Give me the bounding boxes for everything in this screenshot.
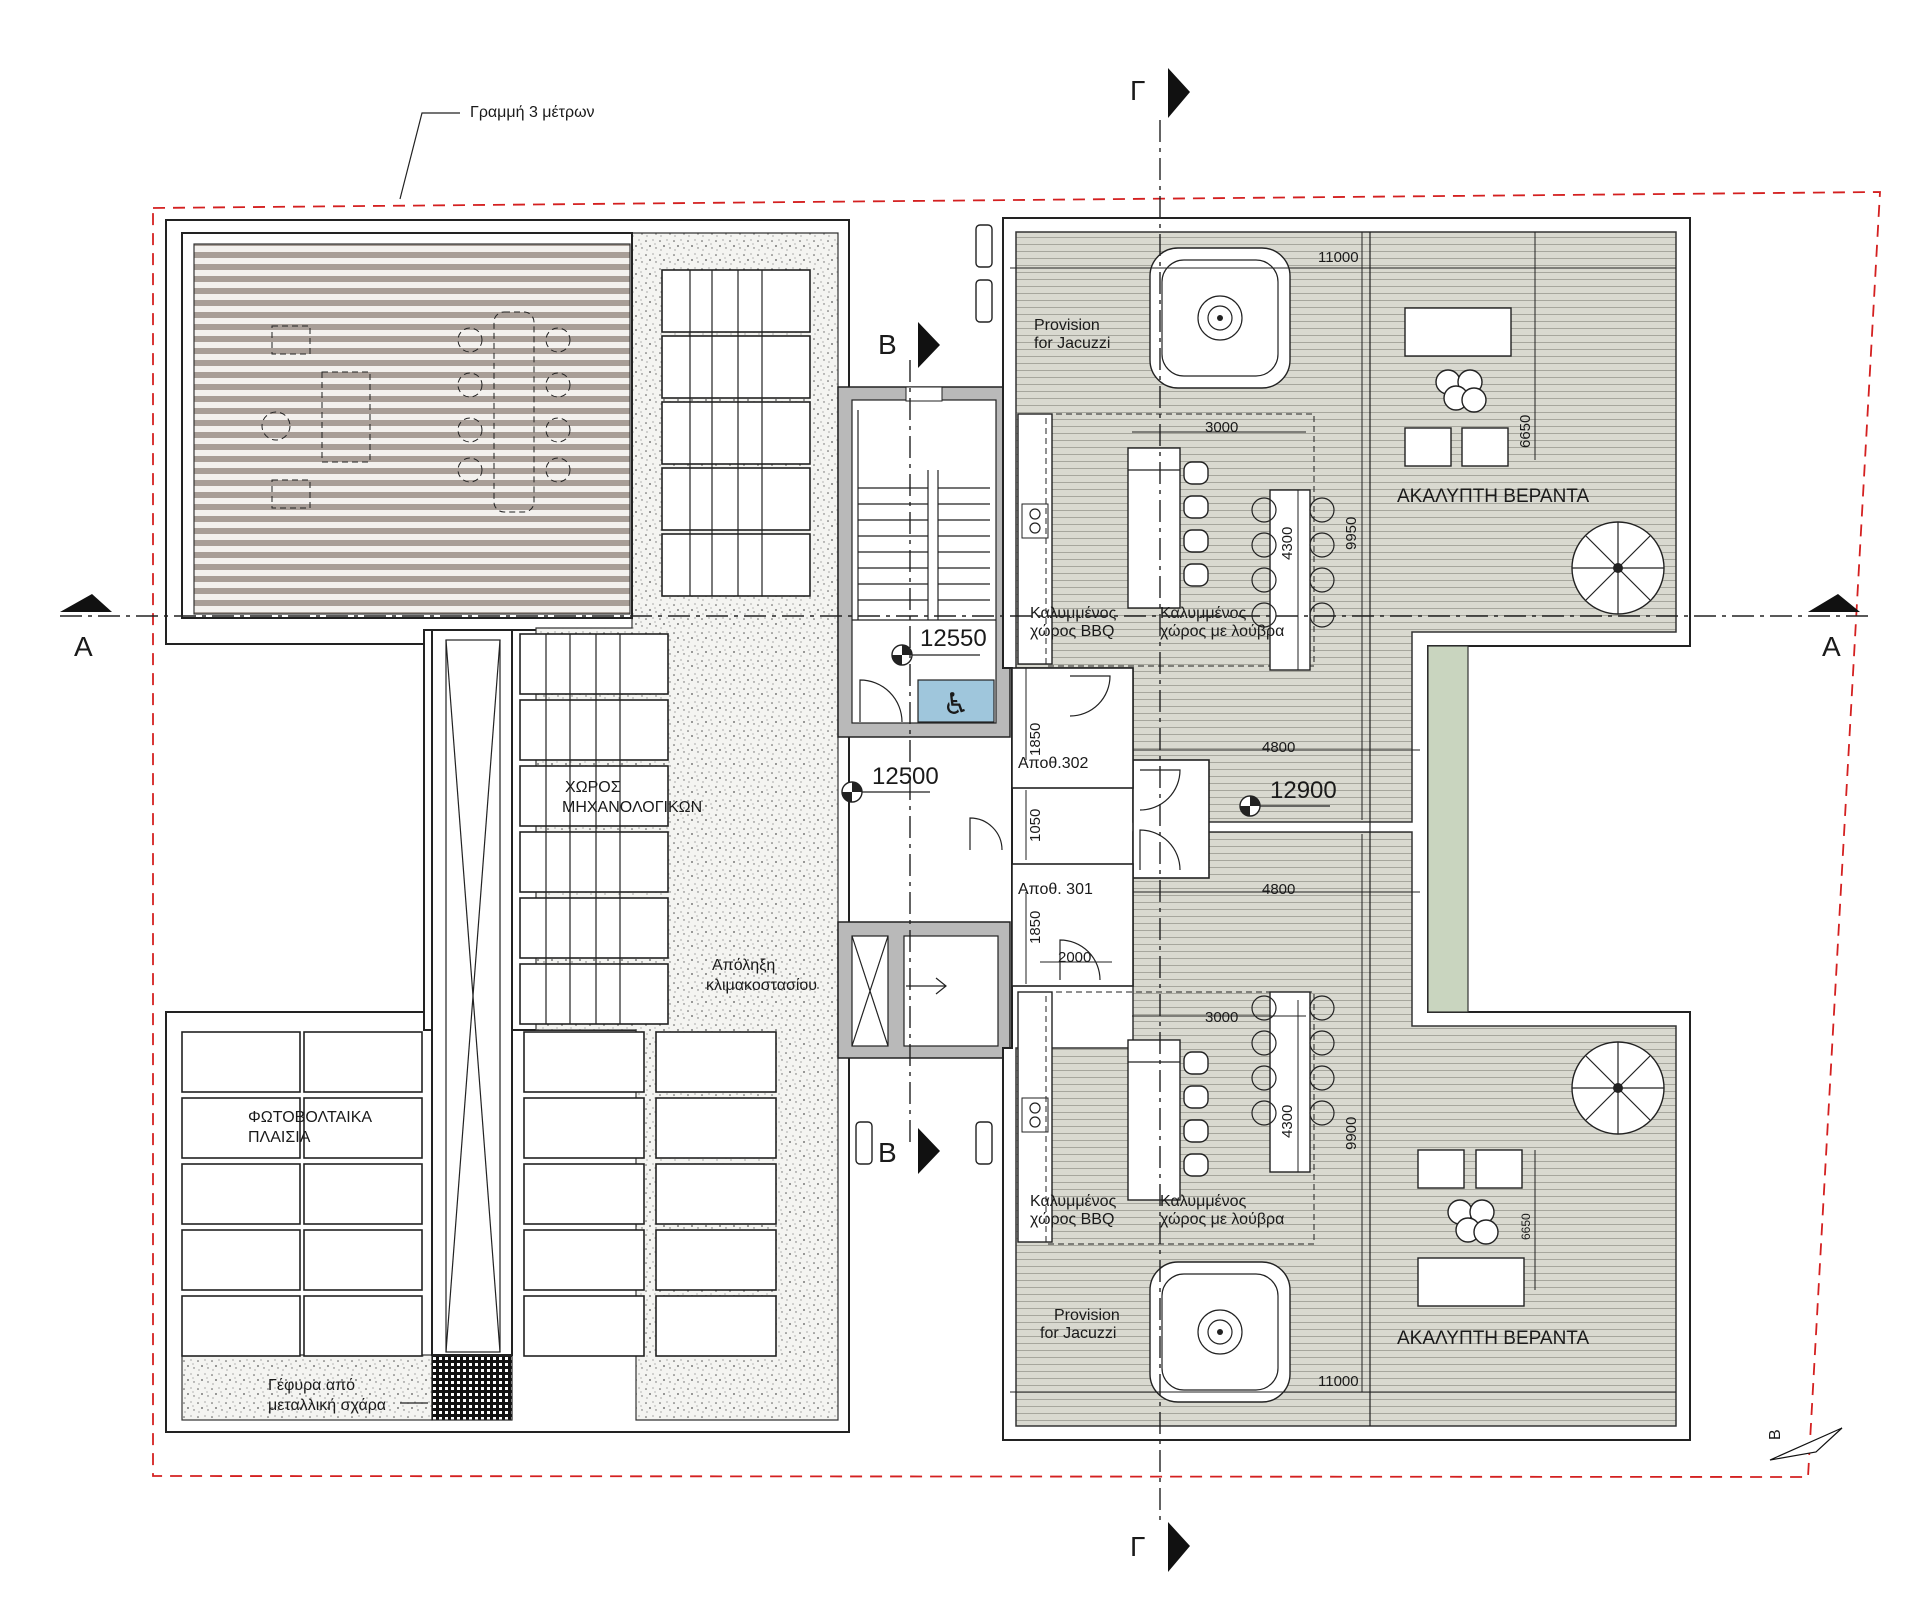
storage-301	[1011, 863, 1134, 987]
section-a-left: Α	[60, 594, 112, 662]
stair-landing-label-2: κλιμακοστασίου	[706, 977, 817, 994]
dim-hall-depth: 1050	[1027, 809, 1044, 842]
pv-label-1: ΦΩΤΟΒΟΛΤΑΙΚΑ	[248, 1109, 372, 1126]
dining-set	[261, 311, 571, 513]
loungers-bottom	[1127, 991, 1335, 1201]
pv-panels-top	[661, 269, 811, 597]
section-a-left-label: Α	[74, 631, 93, 662]
section-b-top: Β	[878, 322, 940, 368]
wheelchair-icon: ♿	[943, 687, 970, 722]
level-landing: 12500	[872, 763, 939, 790]
pv-panels-bottom-right	[523, 1031, 777, 1357]
louvre-pergola-top	[1045, 413, 1315, 667]
level-marker-hall: 12900	[1239, 777, 1337, 817]
section-b-bottom-label: Β	[878, 1137, 897, 1168]
dim-pergola-depth-bottom: 4300	[1279, 1105, 1296, 1138]
bbq-bottom-label-2: χώρος BBQ	[1030, 1211, 1114, 1228]
dim-pergola-depth-top: 4300	[1279, 527, 1296, 560]
section-a-right: Α	[1808, 594, 1860, 662]
dim-corridor-bottom: 4800	[1262, 881, 1295, 898]
storage-302	[1011, 667, 1134, 789]
dim-storage-301-depth: 1850	[1027, 911, 1044, 944]
storage-302-label: Αποθ.302	[1018, 755, 1089, 772]
louvre-bottom-label-2: χώρος με λούβρα	[1160, 1211, 1284, 1228]
right-block: 12900	[969, 217, 1691, 1441]
furniture-bottom	[1417, 1041, 1665, 1307]
louvre-top-label-1: Καλυμμένος	[1160, 605, 1247, 622]
mechanical-area-label-2: ΜΗΧΑΝΟΛΟΓΙΚΩΝ	[562, 799, 702, 816]
metal-grating	[431, 1355, 513, 1421]
jacuzzi-top	[1149, 247, 1291, 389]
dim-corridor-top: 4800	[1262, 739, 1295, 756]
loungers-top	[1127, 447, 1335, 671]
setback-line-label: Γραμμή 3 μέτρων	[470, 104, 595, 121]
dim-unit-depth-top: 9950	[1343, 517, 1360, 550]
section-a-right-label: Α	[1822, 631, 1841, 662]
dimension-lines	[1010, 232, 1676, 1393]
louvre-top-label-2: χώρος με λούβρα	[1160, 623, 1284, 640]
bbq-top-label-2: χώρος BBQ	[1030, 623, 1114, 640]
stair-core: ♿ 12550	[837, 386, 1011, 738]
rainwater-outlets	[855, 224, 993, 1165]
dim-pergola-width-bottom: 3000	[1205, 1009, 1238, 1026]
bbq-top-label-1: Καλυμμένος	[1030, 605, 1117, 622]
entrance-hall	[1132, 759, 1210, 879]
planter	[1427, 645, 1469, 1013]
pv-panels-middle	[519, 633, 669, 1025]
level-marker-stair: 12550	[891, 625, 987, 666]
jacuzzi-bottom-label-2: for Jacuzzi	[1040, 1325, 1116, 1342]
lift-shaft	[837, 921, 1011, 1059]
mechanical-area-label-1: ΧΩΡΟΣ	[565, 779, 621, 796]
section-b-bottom: Β	[878, 1128, 940, 1174]
louvre-pergola-bottom	[1045, 991, 1315, 1245]
section-g-top-label: Γ	[1130, 75, 1145, 106]
stair-flight	[852, 410, 996, 621]
section-g-bottom-label: Γ	[1130, 1531, 1145, 1562]
timber-deck-pergola	[193, 243, 631, 615]
level-stair-top: 12550	[920, 625, 987, 652]
section-b-top-label: Β	[878, 329, 897, 360]
section-g-top: Γ	[1130, 68, 1190, 118]
dim-unit-depth-bottom: 9900	[1343, 1117, 1360, 1150]
furniture-top	[1404, 307, 1665, 615]
veranda-top-label: ΑΚΑΛΥΠΤΗ ΒΕΡΑΝΤΑ	[1397, 486, 1589, 507]
section-lines	[60, 120, 1870, 1525]
jacuzzi-bottom	[1149, 1261, 1291, 1403]
pv-label-2: ΠΛΑΙΣΙΑ	[248, 1129, 311, 1146]
dim-veranda-depth-bottom: 6650	[1519, 1213, 1533, 1240]
bbq-bottom-label-1: Καλυμμένος	[1030, 1193, 1117, 1210]
left-block: ΧΩΡΟΣ ΜΗΧΑΝΟΛΟΓΙΚΩΝ Γέφυρα από μεταλλική…	[165, 219, 850, 1433]
bridge-label-2: μεταλλική σχάρα	[268, 1397, 386, 1414]
dim-storage-301-width: 2000	[1058, 949, 1091, 966]
dim-veranda-width-bottom: 11000	[1318, 1373, 1359, 1390]
pv-panels-bottom-left	[181, 1031, 423, 1357]
section-g-bottom: Γ	[1130, 1522, 1190, 1572]
bridge-label-1: Γέφυρα από	[268, 1377, 355, 1394]
stair-door	[859, 679, 903, 723]
level-marker-landing: 12500	[841, 763, 939, 803]
dim-storage-302-depth: 1850	[1027, 723, 1044, 756]
north-arrow-icon: Β	[1767, 1427, 1843, 1461]
accessible-lift	[917, 679, 995, 723]
storage-301-label: Αποθ. 301	[1018, 881, 1093, 898]
dim-veranda-depth-top: 6650	[1517, 415, 1534, 448]
jacuzzi-top-label-2: for Jacuzzi	[1034, 335, 1110, 352]
louvre-bottom-label-1: Καλυμμένος	[1160, 1193, 1247, 1210]
north-label: Β	[1767, 1429, 1784, 1440]
level-hall: 12900	[1270, 777, 1337, 804]
stair-landing-label-1: Απόληξη	[712, 957, 775, 974]
jacuzzi-top-label-1: Provision	[1034, 317, 1100, 334]
dim-veranda-width-top: 11000	[1318, 249, 1359, 266]
dim-pergola-width-top: 3000	[1205, 419, 1238, 436]
veranda-bottom-label: ΑΚΑΛΥΠΤΗ ΒΕΡΑΝΤΑ	[1397, 1328, 1589, 1349]
setback-line: Γραμμή 3 μέτρων	[152, 104, 1881, 1478]
jacuzzi-bottom-label-1: Provision	[1054, 1307, 1120, 1324]
